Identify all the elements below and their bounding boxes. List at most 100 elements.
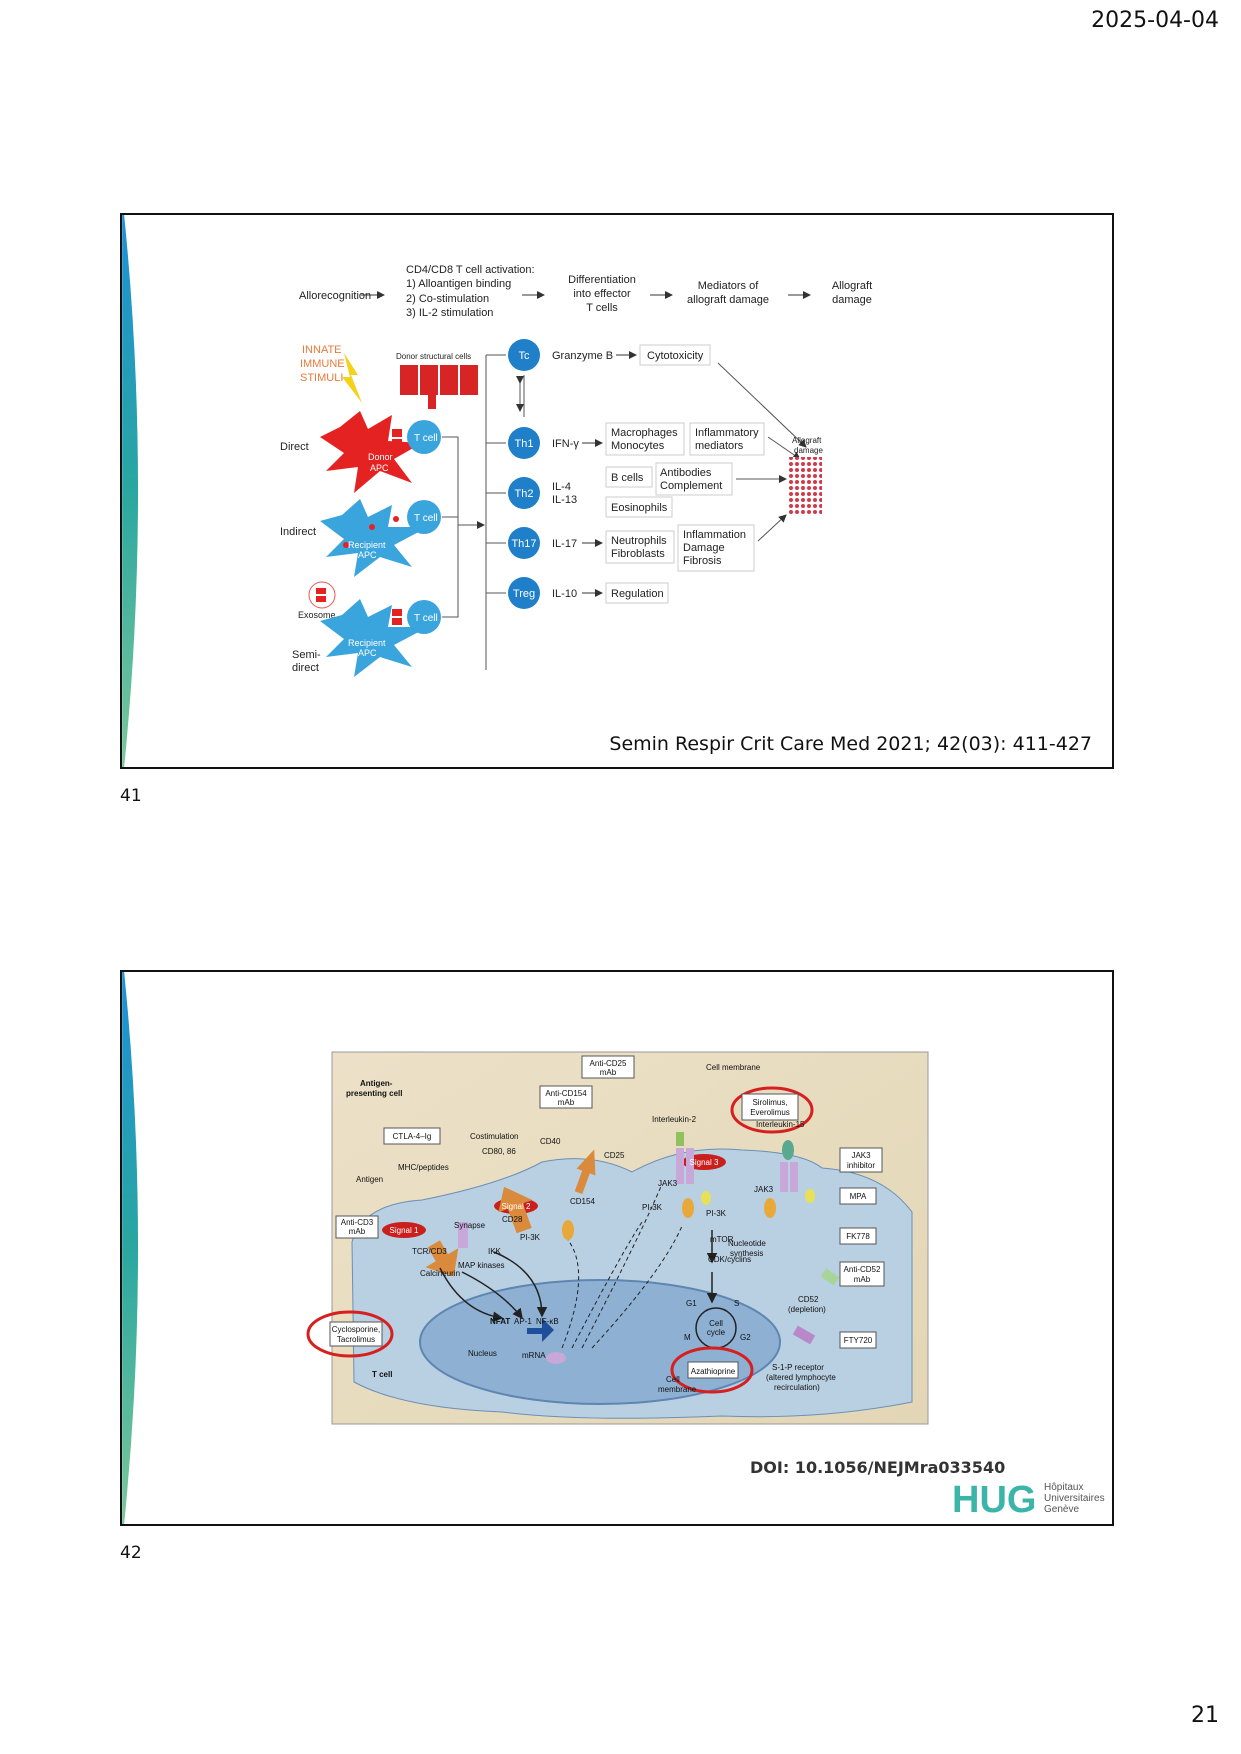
tcell-semidirect <box>407 600 441 634</box>
svg-text:Everolimus: Everolimus <box>750 1108 790 1117</box>
lightning-icon <box>342 353 362 403</box>
recipient-apc-indirect <box>320 499 428 577</box>
svg-text:mAb: mAb <box>349 1227 366 1236</box>
flow-damage-1: Allograft <box>832 280 872 292</box>
flow-damage-2: damage <box>832 294 872 306</box>
svg-text:JAK3: JAK3 <box>754 1185 774 1194</box>
svg-text:mediators: mediators <box>695 440 744 452</box>
svg-text:MAP kinases: MAP kinases <box>458 1261 505 1270</box>
slide-42-citation: DOI: 10.1056/NEJMra033540 <box>750 1458 1006 1477</box>
svg-text:synthesis: synthesis <box>730 1249 763 1258</box>
flow-mediators-2: allograft damage <box>687 294 769 306</box>
hug-logo: HUG Hôpitaux Universitaires Genève <box>952 1478 1112 1521</box>
svg-text:Universitaires: Universitaires <box>1044 1493 1105 1504</box>
svg-text:Azathioprine: Azathioprine <box>691 1367 736 1376</box>
flow-activation-3: 3) IL-2 stimulation <box>406 307 493 319</box>
donor-structural-label: Donor structural cells <box>396 352 471 361</box>
flow-diff-1: Differentiation <box>568 274 636 286</box>
svg-text:Recipient: Recipient <box>348 540 386 550</box>
svg-text:PI-3K: PI-3K <box>706 1209 727 1218</box>
svg-text:Interleukin-15: Interleukin-15 <box>756 1120 805 1129</box>
flow-mediators-1: Mediators of <box>698 280 759 292</box>
exosome-icon <box>308 581 336 609</box>
svg-text:Th2: Th2 <box>515 488 534 500</box>
svg-text:IL-4: IL-4 <box>552 481 571 493</box>
allograft-label-1: Allograft <box>792 436 822 445</box>
svg-text:APC: APC <box>358 550 377 560</box>
svg-text:IKK: IKK <box>488 1247 502 1256</box>
svg-text:FK778: FK778 <box>846 1232 870 1241</box>
svg-text:mAb: mAb <box>600 1068 617 1077</box>
svg-text:Signal 1: Signal 1 <box>390 1226 419 1235</box>
svg-text:Neutrophils: Neutrophils <box>611 535 667 547</box>
svg-text:CD40: CD40 <box>540 1137 561 1146</box>
slide-41-number: 41 <box>120 786 142 806</box>
slide-42-number: 42 <box>120 1543 142 1563</box>
alloimmune-diagram: Allorecognition CD4/CD8 T cell activatio… <box>280 264 872 677</box>
donor-apc <box>320 411 422 493</box>
svg-text:presenting cell: presenting cell <box>346 1089 402 1098</box>
svg-text:AP-1: AP-1 <box>514 1317 532 1326</box>
svg-text:Granzyme B: Granzyme B <box>552 350 613 362</box>
node-treg <box>508 577 540 609</box>
svg-text:APC: APC <box>358 648 377 658</box>
innate-3: STIMULI <box>300 372 343 384</box>
label-exosome: Exosome <box>298 610 336 620</box>
svg-text:NFAT: NFAT <box>490 1317 510 1326</box>
svg-text:S: S <box>734 1299 739 1308</box>
svg-text:Antigen-: Antigen- <box>360 1079 393 1088</box>
svg-text:membrane: membrane <box>658 1385 697 1394</box>
svg-text:Hôpitaux: Hôpitaux <box>1044 1482 1083 1493</box>
svg-text:(altered lymphocyte: (altered lymphocyte <box>766 1373 836 1382</box>
flow-diff-2: into effector <box>573 288 631 300</box>
svg-text:T cell: T cell <box>414 613 438 624</box>
svg-text:Synapse: Synapse <box>454 1221 486 1230</box>
flow-activation-2: 2) Co-stimulation <box>406 293 489 305</box>
svg-text:PI-3K: PI-3K <box>520 1233 541 1242</box>
node-th1 <box>508 427 540 459</box>
svg-text:T cell: T cell <box>414 433 438 444</box>
svg-text:TCR/CD3: TCR/CD3 <box>412 1247 447 1256</box>
slide-accent-bar <box>122 972 139 1524</box>
svg-text:Anti-CD154: Anti-CD154 <box>545 1089 587 1098</box>
svg-text:Tacrolimus: Tacrolimus <box>337 1335 375 1344</box>
svg-text:B cells: B cells <box>611 472 644 484</box>
svg-text:Damage: Damage <box>683 542 725 554</box>
svg-text:APC: APC <box>370 463 389 473</box>
svg-text:(depletion): (depletion) <box>788 1305 826 1314</box>
slide-accent-bar <box>122 215 139 767</box>
svg-text:IL-13: IL-13 <box>552 494 577 506</box>
innate-2: IMMUNE <box>300 358 345 370</box>
svg-text:FTY720: FTY720 <box>844 1336 873 1345</box>
innate-1: INNATE <box>302 344 342 356</box>
svg-text:G1: G1 <box>686 1299 697 1308</box>
svg-text:Treg: Treg <box>513 588 535 600</box>
svg-text:Sirolimus,: Sirolimus, <box>752 1098 787 1107</box>
svg-text:CD154: CD154 <box>570 1197 595 1206</box>
svg-text:mAb: mAb <box>854 1275 871 1284</box>
svg-text:Fibroblasts: Fibroblasts <box>611 548 665 560</box>
allograft-tissue <box>788 457 822 515</box>
flow-activation-1: 1) Alloantigen binding <box>406 278 511 290</box>
svg-text:NF-κB: NF-κB <box>536 1317 559 1326</box>
svg-text:Inflammation: Inflammation <box>683 529 746 541</box>
flow-diff-3: T cells <box>586 302 618 314</box>
label-semidirect-1: Semi- <box>292 649 321 661</box>
svg-text:Donor: Donor <box>368 452 393 462</box>
svg-text:CD80, 86: CD80, 86 <box>482 1147 516 1156</box>
svg-text:MPA: MPA <box>850 1192 867 1201</box>
svg-text:IL-17: IL-17 <box>552 538 577 550</box>
highlight-azathioprine <box>670 1346 754 1394</box>
immunosuppression-diagram: Antigen- presenting cell Anti-CD25 mAb C… <box>306 1051 929 1425</box>
slide-41: Allorecognition CD4/CD8 T cell activatio… <box>120 213 1114 769</box>
svg-text:Fibrosis: Fibrosis <box>683 555 722 567</box>
svg-text:MHC/peptides: MHC/peptides <box>398 1163 449 1172</box>
svg-text:Nucleotide: Nucleotide <box>728 1239 766 1248</box>
svg-text:Complement: Complement <box>660 480 722 492</box>
svg-text:IL-10: IL-10 <box>552 588 577 600</box>
svg-text:Th17: Th17 <box>511 538 536 550</box>
svg-text:S-1-P receptor: S-1-P receptor <box>772 1363 824 1372</box>
svg-text:JAK3: JAK3 <box>658 1179 678 1188</box>
highlight-sirolimus <box>730 1086 814 1134</box>
svg-text:Tc: Tc <box>519 350 531 362</box>
